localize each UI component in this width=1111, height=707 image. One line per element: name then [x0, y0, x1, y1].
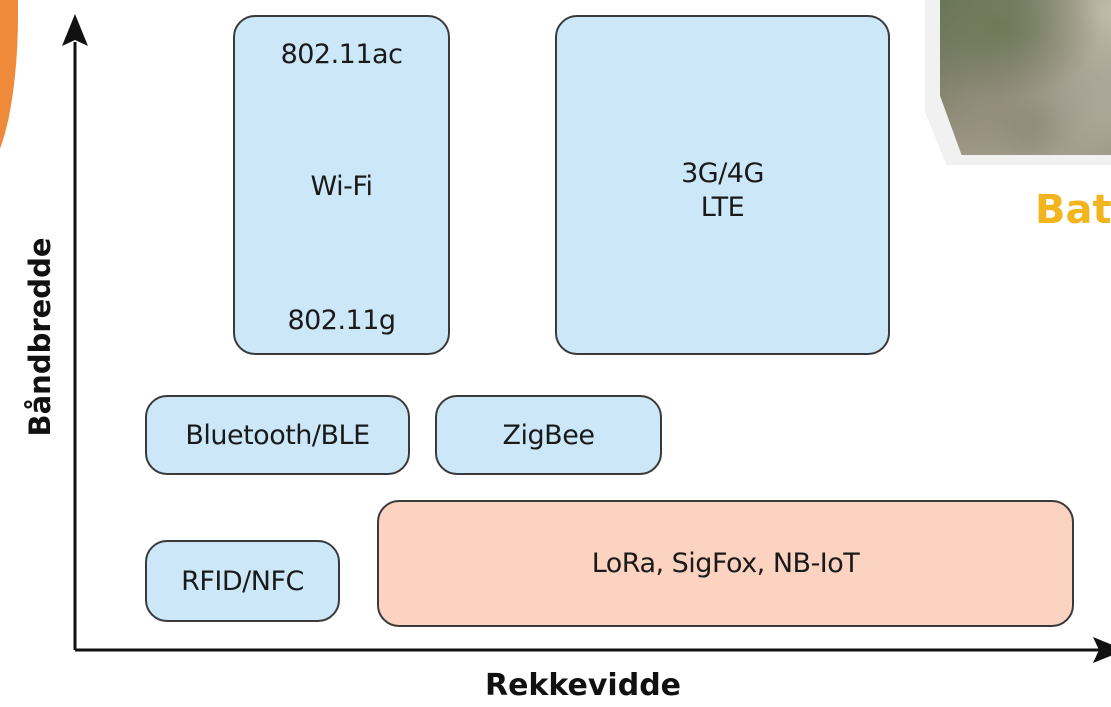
landscape-photo — [940, 0, 1111, 155]
x-axis-arrowhead — [1093, 637, 1111, 663]
zigbee-label: ZigBee — [502, 419, 595, 451]
side-caption: Bat — [1035, 187, 1111, 233]
wifi-middle-label: Wi-Fi — [310, 171, 373, 202]
wifi-box: 802.11ac Wi-Fi 802.11g — [233, 15, 450, 355]
bluetooth-label: Bluetooth/BLE — [185, 419, 370, 451]
x-axis-title: Rekkevidde — [484, 668, 682, 703]
y-axis-title: Båndbredde — [23, 237, 57, 437]
zigbee-box: ZigBee — [435, 395, 662, 475]
wifi-top-label: 802.11ac — [280, 39, 403, 70]
cellular-box: 3G/4G LTE — [555, 15, 890, 355]
lpwan-box: LoRa, SigFox, NB-IoT — [377, 500, 1074, 627]
rfid-label: RFID/NFC — [181, 565, 304, 597]
rfid-box: RFID/NFC — [145, 540, 340, 622]
bluetooth-box: Bluetooth/BLE — [145, 395, 410, 475]
wifi-bottom-label: 802.11g — [287, 305, 396, 336]
cellular-line-2: LTE — [700, 192, 745, 223]
y-axis-arrowhead — [62, 14, 88, 46]
lpwan-label: LoRa, SigFox, NB-IoT — [591, 548, 860, 579]
cellular-line-1: 3G/4G — [681, 158, 764, 189]
